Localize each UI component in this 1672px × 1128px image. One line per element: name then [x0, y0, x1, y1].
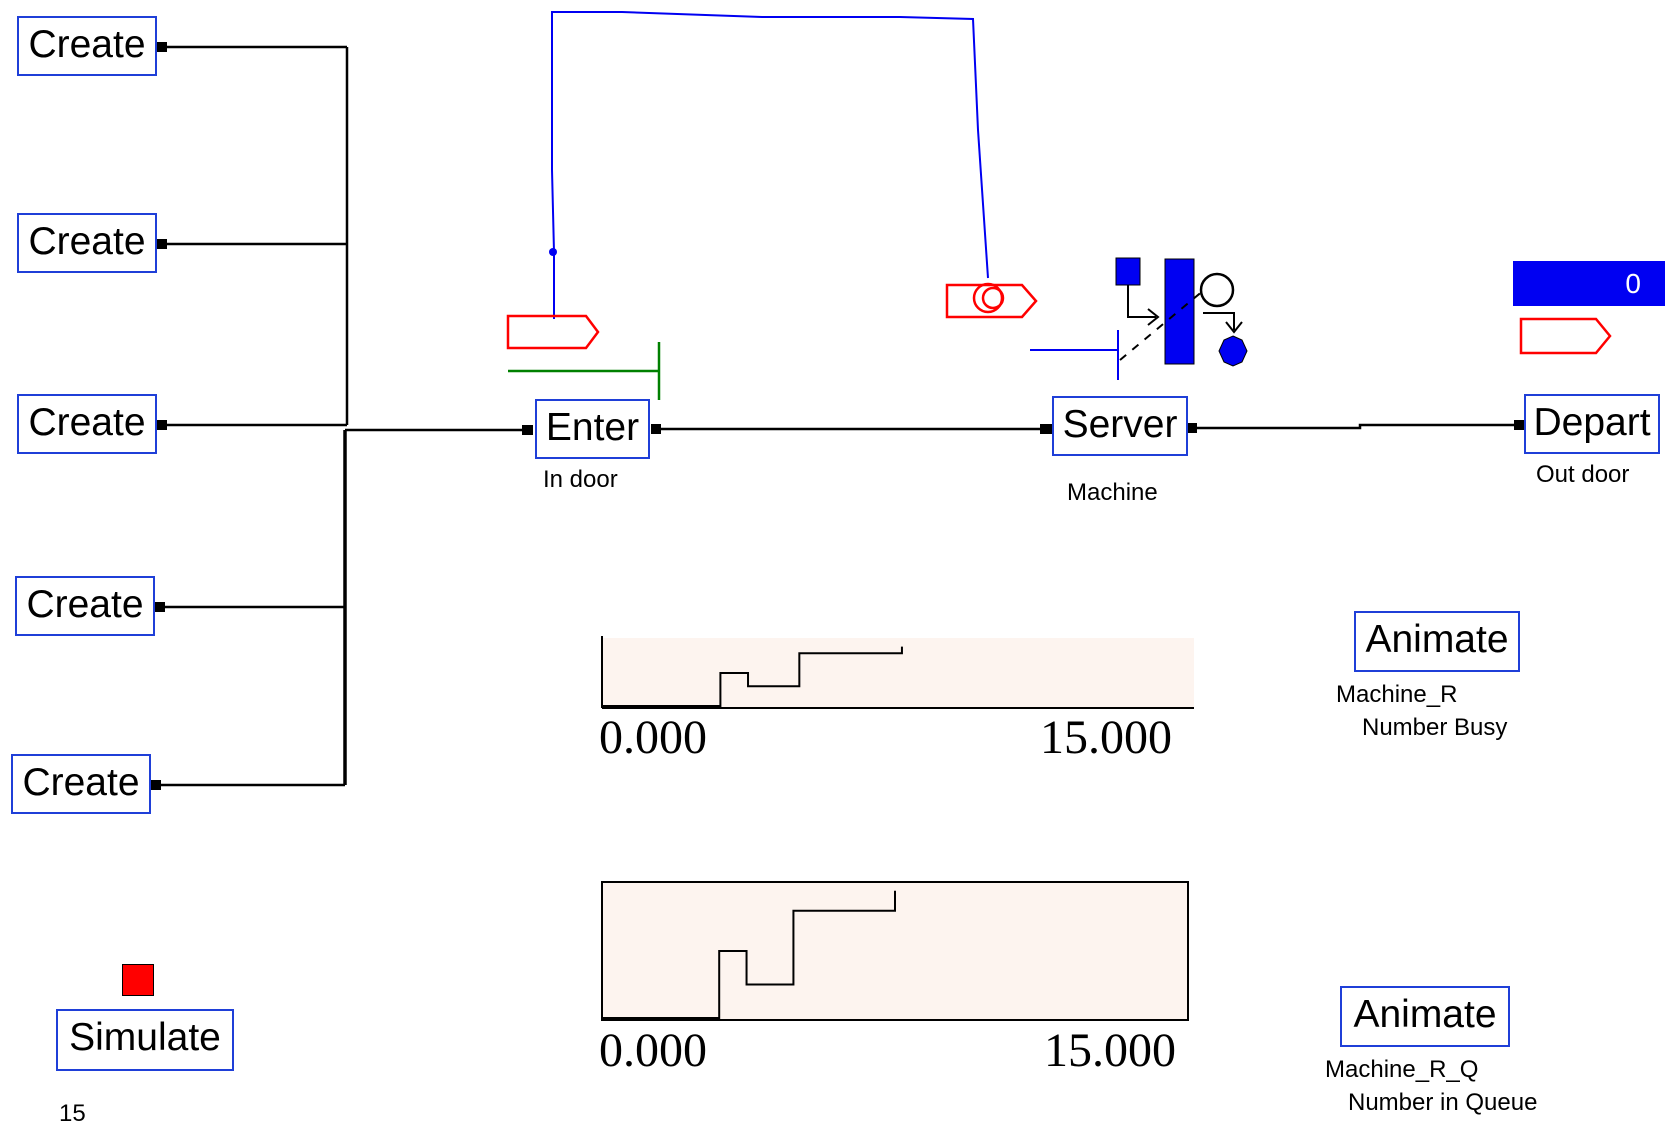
- create-block-3[interactable]: Create: [17, 394, 157, 454]
- plot-2-series: [602, 890, 896, 1019]
- animate-block-busy[interactable]: Animate: [1354, 611, 1520, 672]
- depart-block[interactable]: Depart: [1524, 394, 1660, 454]
- create-connectors: [151, 45, 1524, 787]
- plot-number-in-queue: [601, 881, 1189, 1021]
- enter-entity-icon: [506, 314, 600, 350]
- plot-number-busy: [601, 636, 1194, 709]
- create-block-2[interactable]: Create: [17, 213, 157, 273]
- server-output-port: [1187, 423, 1197, 433]
- create-2-port: [157, 239, 167, 249]
- animate-busy-line2: Number Busy: [1362, 714, 1508, 741]
- create-block-4[interactable]: Create: [15, 576, 155, 636]
- plot-2-tick-max: 15.000: [1044, 1024, 1176, 1077]
- server-to-depart-link: [1195, 423, 1524, 430]
- create-block-5[interactable]: Create: [11, 754, 151, 814]
- enter-block[interactable]: Enter: [535, 399, 650, 459]
- server-block[interactable]: Server: [1052, 396, 1188, 456]
- depart-input-port: [1514, 420, 1525, 430]
- route-path-line: [551, 11, 989, 319]
- server-block-name: Machine: [1067, 479, 1158, 506]
- route-node-dot: [549, 248, 557, 256]
- create-3-port: [157, 420, 167, 430]
- create-5-port: [151, 780, 161, 790]
- port-markers: [151, 42, 1525, 790]
- depart-counter-display: 0: [1513, 261, 1665, 306]
- plot-2-tick-min: 0.000: [599, 1024, 707, 1077]
- animate-queue-line1: Machine_R_Q: [1325, 1056, 1479, 1083]
- simulate-block[interactable]: Simulate: [56, 1009, 234, 1071]
- server-input-port: [1040, 424, 1052, 434]
- simulation-status-indicator: [122, 964, 154, 996]
- simulation-length-label: 15: [59, 1100, 86, 1127]
- create-1-port: [157, 42, 167, 52]
- create-block-1[interactable]: Create: [17, 16, 157, 76]
- plot-1-tick-max: 15.000: [1040, 711, 1172, 764]
- plot-1-series: [602, 646, 903, 707]
- enter-output-port: [651, 424, 661, 434]
- server-queue-entity-icon: [945, 282, 1038, 319]
- enter-block-name: In door: [543, 466, 618, 493]
- create-4-port: [155, 602, 165, 612]
- animate-busy-line1: Machine_R: [1336, 681, 1458, 708]
- animate-queue-line2: Number in Queue: [1348, 1089, 1538, 1116]
- enter-green-marker: [508, 342, 661, 400]
- depart-entity-icon: [1519, 317, 1612, 355]
- plot-1-area: [602, 638, 1194, 708]
- enter-input-port: [522, 425, 533, 435]
- animate-block-queue[interactable]: Animate: [1340, 986, 1510, 1047]
- plot-1-tick-min: 0.000: [599, 711, 707, 764]
- server-resource-icon: [1030, 257, 1248, 380]
- depart-block-name: Out door: [1536, 461, 1630, 488]
